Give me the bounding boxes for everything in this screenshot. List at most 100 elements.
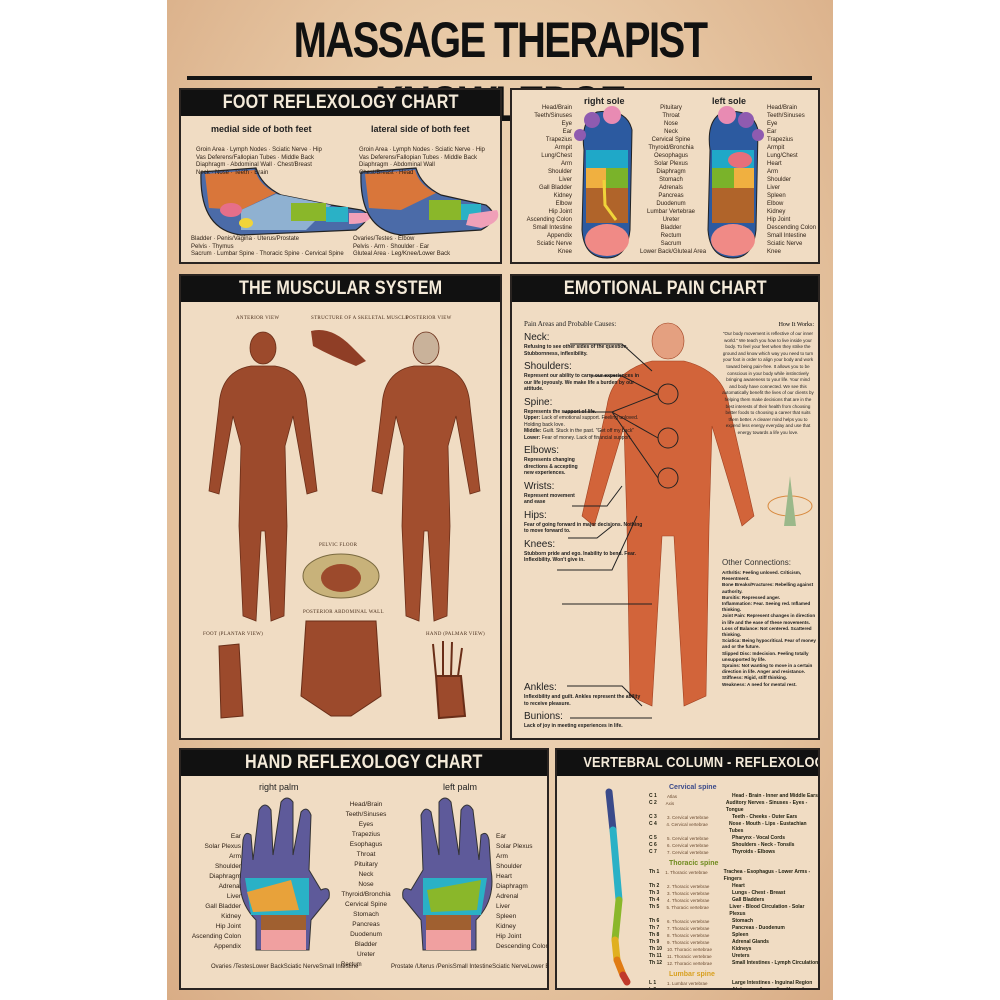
right-sole-icon — [574, 106, 633, 259]
emotional-body-diagram — [557, 322, 813, 719]
view-label: POSTERIOR VIEW — [406, 316, 452, 321]
spine-diagram — [605, 788, 631, 986]
area-name: Hips: — [524, 509, 547, 521]
hand-palmar-icon — [432, 641, 467, 720]
view-label: FOOT (PLANTAR VIEW) — [203, 632, 264, 637]
foot-reflexology-panel: FOOT REFLEXOLOGY CHART medial side of bo… — [179, 88, 502, 264]
area-text: Represent movement and ease — [524, 492, 575, 506]
medial-subtitle: medial side of both feet — [211, 124, 312, 134]
palm-diagrams — [239, 797, 493, 951]
left-sole-title: left sole — [712, 96, 747, 106]
lateral-top-labels: Groin Area · Lymph Nodes · Sciatic Nerve… — [359, 147, 485, 176]
area-text: Fear of going forward in major decisions… — [524, 521, 643, 535]
pain-areas-list: Pain Areas and Probable Causes: Neck: Re… — [524, 320, 643, 563]
vertebra-row: L 22. Lumbar vertebraeAbdomen - Appendix… — [649, 987, 815, 990]
area-text: Represents the support of life. — [524, 408, 597, 415]
anterior-body-icon — [208, 331, 318, 622]
area-name: Bunions: — [524, 711, 563, 722]
pain-areas-intro: Pain Areas and Probable Causes: — [524, 320, 617, 328]
vertebral-column-panel: VERTEBRAL COLUMN - REFLEXOLOGY CHART Cer… — [555, 748, 820, 990]
right-sole-title: right sole — [584, 96, 625, 106]
abdominal-wall-icon — [300, 620, 382, 717]
view-label: HAND (PALMAR VIEW) — [426, 632, 486, 637]
other-connections: Other Connections: Arthritis: Feeling un… — [722, 558, 816, 687]
panel-heading: THE MUSCULAR SYSTEM — [181, 276, 500, 302]
medial-bottom-labels: Bladder · Penis/Vagina · Uterus/Prostate… — [191, 236, 344, 257]
view-label: ANTERIOR VIEW — [236, 316, 280, 321]
panel-heading: HAND REFLEXOLOGY CHART — [181, 750, 547, 776]
title-divider — [187, 76, 812, 80]
sole-diagrams — [574, 106, 764, 259]
area-name: Wrists: — [524, 480, 555, 492]
skeletal-muscle-icon — [311, 330, 366, 366]
area-name: Knees: — [524, 538, 556, 550]
right-palm-title: right palm — [259, 782, 299, 792]
view-label: STRUCTURE OF A SKELETAL MUSCLE — [311, 316, 409, 321]
area-text: Refusing to see other sides of the quest… — [524, 344, 628, 357]
area-text: Represent our ability to carry our exper… — [524, 373, 640, 392]
lateral-bottom-labels: Ovaries/Testes · Elbow Pelvis · Arm · Sh… — [353, 236, 451, 257]
center-bottom-label: Rectum — [341, 962, 362, 968]
foot-plantar-icon — [218, 643, 244, 719]
left-palm-title: left palm — [443, 782, 478, 792]
medial-foot-icon — [200, 167, 372, 236]
right-palm-icon — [239, 797, 330, 951]
left-sole-icon — [707, 106, 764, 259]
panel-heading: EMOTIONAL PAIN CHART — [512, 276, 818, 302]
view-label: POSTERIOR ABDOMINAL WALL — [303, 610, 384, 615]
sole-reflexology-panel: right sole left sole — [510, 88, 820, 264]
posterior-body-icon — [371, 331, 481, 622]
lower-pain-areas: Ankles: Inflexibility and guilt. Ankles … — [524, 678, 644, 730]
area-name: Spine: — [524, 396, 553, 408]
area-name: Ankles: — [524, 682, 557, 693]
area-text: Lack of joy in meeting experiences in li… — [524, 723, 623, 729]
lateral-subtitle: lateral side of both feet — [371, 124, 470, 134]
emotional-pain-panel: EMOTIONAL PAIN CHART Pain Areas and Prob… — [510, 274, 820, 740]
area-text: Represents changing directions & accepti… — [524, 457, 578, 476]
how-it-works: How It Works: "Our body movement is refl… — [722, 322, 814, 435]
panel-heading: VERTEBRAL COLUMN - REFLEXOLOGY CHART — [557, 750, 818, 776]
area-name: Shoulders: — [524, 361, 572, 372]
medial-top-labels: Groin Area · Lymph Nodes · Sciatic Nerve… — [196, 147, 322, 176]
pointer-lines — [557, 343, 659, 719]
view-label: PELVIC FLOOR — [319, 543, 358, 548]
hand-reflexology-panel: HAND REFLEXOLOGY CHART right palm left p… — [179, 748, 549, 990]
foot-side-diagrams — [200, 167, 499, 236]
area-name: Elbows: — [524, 445, 560, 456]
aura-figure-icon — [767, 476, 813, 526]
lateral-foot-icon — [360, 167, 499, 236]
area-text: Inflexibility and guilt. Ankles represen… — [524, 694, 641, 707]
body-back-icon — [581, 322, 755, 707]
muscular-system-panel: THE MUSCULAR SYSTEM ANTERIOR VIEW STRUCT… — [179, 274, 502, 740]
muscle-figures — [208, 330, 481, 720]
left-palm-icon — [402, 797, 493, 951]
area-name: Neck: — [524, 332, 550, 343]
